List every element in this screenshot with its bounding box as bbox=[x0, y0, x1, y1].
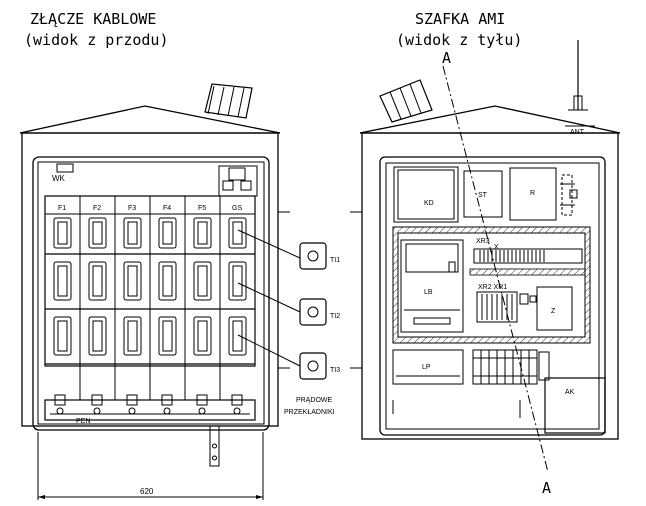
module-r-label: R bbox=[530, 190, 535, 197]
terminal-xr3-label: XR3 bbox=[476, 238, 490, 245]
section-label-bottom: A bbox=[542, 479, 551, 497]
transformer-label-ti1: TI1 bbox=[330, 257, 340, 264]
roof bbox=[19, 105, 281, 134]
module-kd-label: KD bbox=[424, 200, 434, 207]
module-ak-label: AK bbox=[565, 389, 575, 396]
terminal-block-xr bbox=[476, 291, 518, 323]
module-st-label: ST bbox=[478, 192, 488, 199]
enclosure-inner bbox=[37, 161, 265, 425]
fuse-label-f2: F2 bbox=[93, 205, 101, 212]
module-z bbox=[536, 286, 573, 331]
cable-connector-front-view: WK F1 F2 F3 F4 F5 GS bbox=[19, 83, 290, 467]
transformers-caption-line1: PRĄDOWE bbox=[296, 397, 333, 404]
terminal-xr-small-label: XR2 XR1 bbox=[478, 284, 507, 291]
terminal-xr-contacts bbox=[481, 294, 513, 320]
fuse-label-f4: F4 bbox=[163, 205, 171, 212]
ami-cabinet-rear-view: ANT KD ST R bbox=[350, 40, 621, 440]
width-dimension-value: 620 bbox=[140, 487, 154, 496]
fuse-label-f1: F1 bbox=[58, 205, 66, 212]
fuse-elements bbox=[53, 217, 247, 356]
fuse-label-f5: F5 bbox=[198, 205, 206, 212]
module-z-label: Z bbox=[551, 308, 556, 315]
module-lp bbox=[392, 349, 464, 385]
transformer-ti1 bbox=[299, 242, 327, 270]
main-switch bbox=[218, 165, 258, 197]
terminal-xr3-contacts bbox=[479, 250, 545, 262]
cabinet-outer bbox=[361, 132, 619, 440]
wk-label: WK bbox=[52, 174, 66, 183]
section-label-top: A bbox=[442, 49, 451, 67]
mounting-frame bbox=[392, 226, 591, 344]
module-st bbox=[463, 170, 503, 218]
right-view-title: SZAFKA AMI bbox=[415, 10, 505, 28]
transformer-ti2 bbox=[299, 298, 327, 326]
module-r bbox=[509, 167, 557, 221]
fuse-label-gs: GS bbox=[232, 205, 242, 212]
transformer-label-ti2: TI2 bbox=[330, 313, 340, 320]
pen-label: PEN bbox=[76, 418, 90, 425]
cabinet-roof bbox=[359, 105, 621, 134]
module-ak bbox=[544, 377, 606, 434]
width-dimension: 620 bbox=[37, 432, 264, 500]
roof-vent bbox=[204, 83, 253, 119]
module-kd bbox=[393, 166, 459, 223]
cabinet-inner bbox=[385, 162, 600, 430]
enclosure-outer bbox=[21, 132, 279, 427]
left-view-subtitle: (widok z przodu) bbox=[24, 31, 169, 49]
terminal-strip-xr3 bbox=[473, 248, 583, 264]
transformers-caption-line2: PRZEKŁADNIKI bbox=[284, 409, 335, 416]
right-view-subtitle: (widok z tyłu) bbox=[396, 31, 522, 49]
module-lb-label: LB bbox=[424, 289, 433, 296]
ground-lug bbox=[209, 425, 220, 467]
section-line-a-a bbox=[442, 65, 549, 473]
current-transformers: TI1 TI2 TI3 PRĄDOWE PRZEKŁADNIKI bbox=[237, 229, 340, 416]
pen-bar: PEN bbox=[44, 394, 256, 425]
terminal-x-label: X bbox=[494, 244, 499, 251]
cabinet-door bbox=[379, 156, 606, 436]
module-r-connector bbox=[560, 174, 578, 216]
transformer-ti3 bbox=[299, 352, 327, 380]
circuit-breakers bbox=[472, 349, 550, 385]
module-lp-label: LP bbox=[422, 364, 431, 371]
enclosure-door bbox=[32, 156, 270, 431]
module-lb bbox=[400, 239, 464, 333]
transformer-label-ti3: TI3 bbox=[330, 367, 340, 374]
fuse-label-f3: F3 bbox=[128, 205, 136, 212]
cabinet-roof-vent bbox=[379, 79, 433, 123]
left-view-title: ZŁĄCZE KABLOWE bbox=[30, 10, 156, 28]
